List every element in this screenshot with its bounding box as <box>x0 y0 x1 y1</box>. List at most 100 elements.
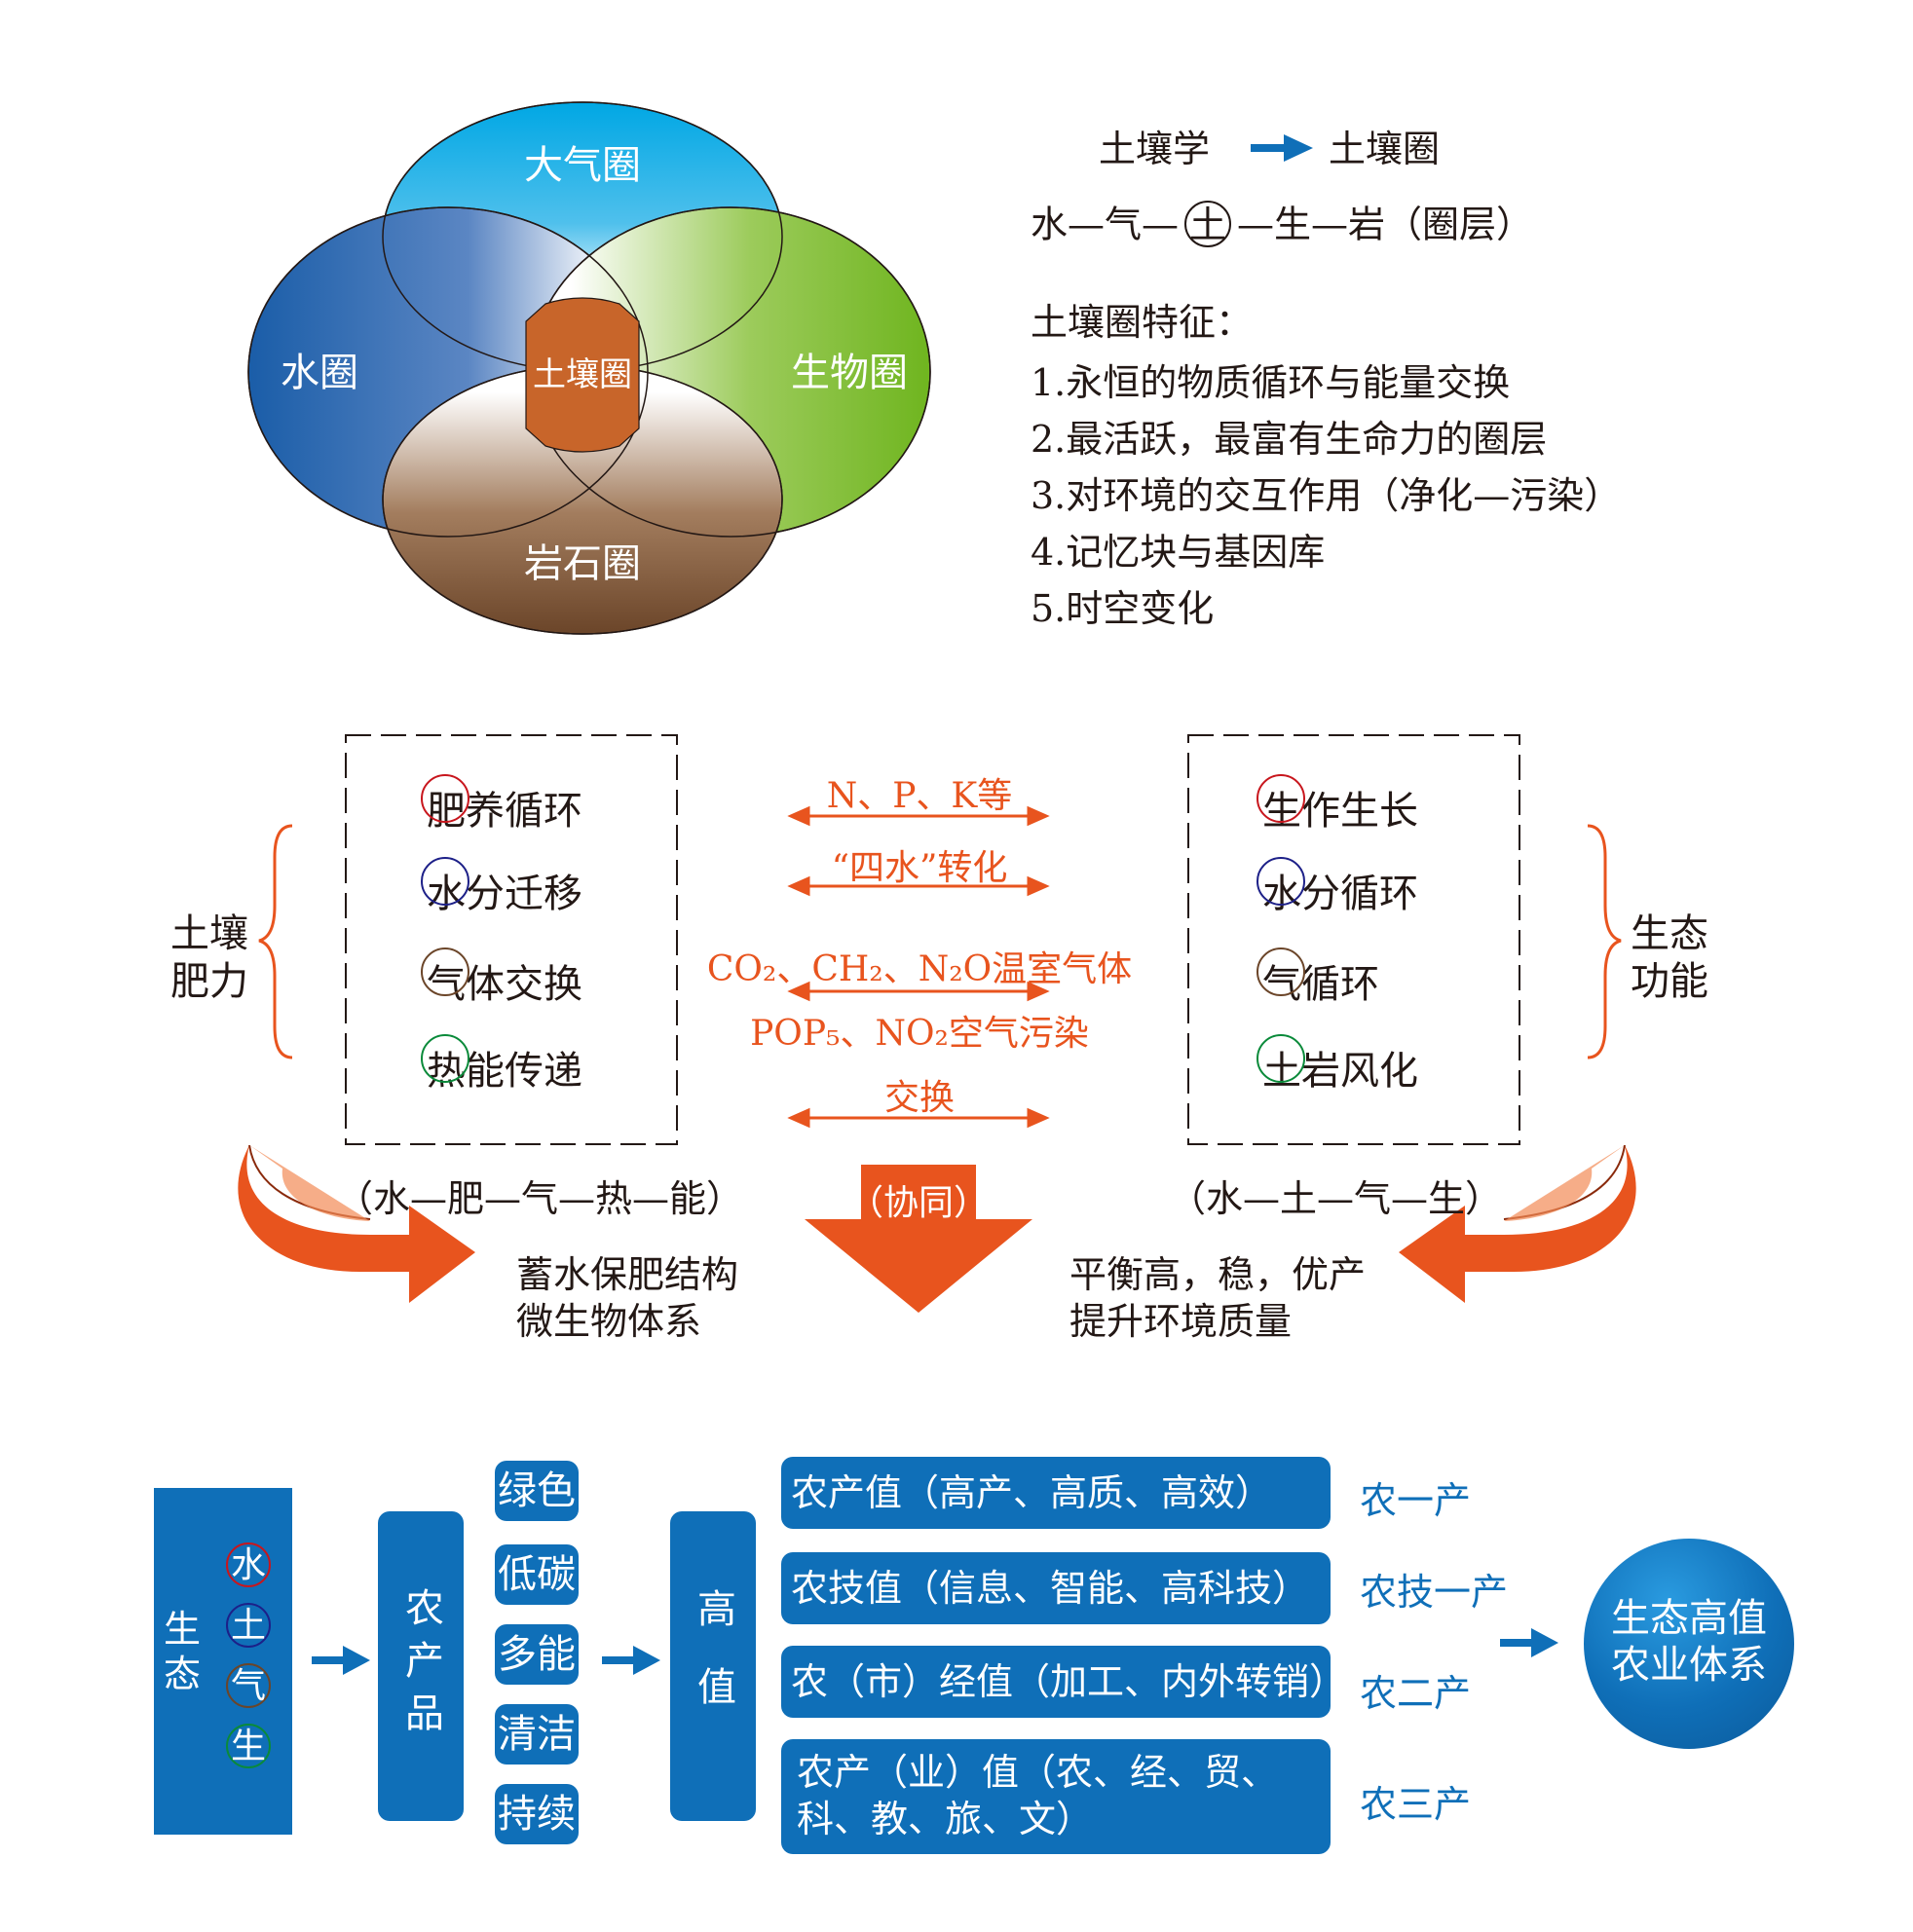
eco-char: 生 <box>226 1724 271 1768</box>
eco-char: 水 <box>226 1542 271 1587</box>
soil-fertility-label-2: 肥力 <box>170 959 248 1004</box>
exchange-air-pollution: POP₅、NO₂空气污染 <box>750 1014 1089 1054</box>
fertility-item-water: 水分迁移 <box>421 857 582 918</box>
water-circle-char: 水 <box>1257 857 1305 918</box>
industry-tag: 农三产 <box>1360 1783 1472 1826</box>
feature-item: 4.记忆块与基因库 <box>1031 531 1326 574</box>
function-item-growth: 生作生长 <box>1257 774 1418 836</box>
left-curved-arrow <box>238 1144 475 1303</box>
value-box-line: 农产（业）值（农、经、贸、 <box>797 1751 1279 1794</box>
left-result-2: 微生物体系 <box>516 1300 702 1343</box>
value-box: 农产值（高产、高质、高效） <box>781 1457 1331 1529</box>
heat-circle-char: 热 <box>421 1034 469 1096</box>
arrow-right-icon <box>1251 134 1313 162</box>
soil-science-line: 土壤学 <box>1099 130 1210 167</box>
nutrient-circle-char: 肥 <box>421 774 469 836</box>
result-line-1: 生态高值 <box>1611 1596 1767 1641</box>
quality-low-carbon: 低碳 <box>495 1544 579 1605</box>
chain-left: 水—气— <box>1031 203 1180 246</box>
value-box-line: 科、教、旅、文） <box>797 1798 1094 1840</box>
quality-sustainable: 持续 <box>495 1784 579 1844</box>
exchange-label: 交换 <box>883 1078 955 1118</box>
result-line-2: 农业体系 <box>1611 1643 1767 1688</box>
lithosphere-label: 岩石圈 <box>524 541 641 586</box>
soil-fertility-label-1: 土壤 <box>170 911 248 956</box>
fertility-item-rest: 养循环 <box>466 789 582 834</box>
features-title: 土壤圈特征： <box>1031 301 1254 344</box>
eco-function-box <box>1187 734 1520 1145</box>
fertility-item-nutrient: 肥养循环 <box>421 774 582 836</box>
eco-box <box>154 1488 292 1835</box>
fertility-item-heat: 热能传递 <box>421 1034 582 1096</box>
eco-agriculture-circle: 生态高值 农业体系 <box>1584 1539 1794 1749</box>
eco-label: 生态 <box>164 1607 206 1696</box>
function-item-rock: 土岩风化 <box>1257 1034 1418 1096</box>
eco-char: 气 <box>226 1663 271 1708</box>
fertility-item-gas: 气体交换 <box>421 947 582 1009</box>
hydrosphere-label: 水圈 <box>281 351 358 395</box>
right-chain: （水—土—气—生） <box>1169 1177 1503 1220</box>
gas-circle-char: 气 <box>421 947 469 1009</box>
exchange-npk: N、P、K等 <box>826 776 1013 816</box>
pedosphere-label: 土壤圈 <box>533 355 632 394</box>
water-circle-char: 水 <box>421 857 469 918</box>
value-box: 农（市）经值（加工、内外转销） <box>781 1646 1346 1718</box>
growth-circle-char: 生 <box>1257 774 1305 836</box>
exchange-greenhouse: CO₂、CH₂、N₂O温室气体 <box>706 949 1133 989</box>
feature-item: 1.永恒的物质循环与能量交换 <box>1031 361 1511 404</box>
function-item-rest: 作生长 <box>1301 789 1418 834</box>
sphere-chain: 水—气—土—生—岩（圈层） <box>1031 201 1534 251</box>
industry-tag: 农二产 <box>1360 1672 1472 1715</box>
atmosphere-label: 大气圈 <box>524 143 641 188</box>
chain-right: —生—岩（圈层） <box>1237 203 1534 246</box>
industry-tag: 农技一产 <box>1360 1571 1509 1614</box>
feature-item: 2.最活跃，最富有生命力的圈层 <box>1031 418 1548 461</box>
exchange-four-water: “四水”转化 <box>831 848 1008 888</box>
quality-multi-energy: 多能 <box>495 1624 579 1685</box>
sphere-venn-diagram: 大气圈 水圈 生物圈 岩石圈 土壤圈 <box>247 101 931 635</box>
biosphere-label: 生物圈 <box>791 351 908 395</box>
function-item-rest: 分循环 <box>1301 872 1418 916</box>
eco-char: 土 <box>226 1603 271 1648</box>
fertility-item-rest: 分迁移 <box>466 872 582 916</box>
quality-green: 绿色 <box>495 1461 579 1521</box>
function-item-water: 水分循环 <box>1257 857 1418 918</box>
eco-label-text: 生态 <box>164 1608 202 1695</box>
soil-fertility-box <box>345 734 678 1145</box>
middle-graphics <box>238 734 1636 1313</box>
pedosphere-title: 土壤圈 <box>1329 128 1441 170</box>
arrow-right-icon <box>1500 1628 1558 1657</box>
eco-char-list: 水 土 气 生 <box>226 1542 271 1768</box>
value-box-industry: 农产（业）值（农、经、贸、 科、教、旅、文） <box>781 1739 1331 1854</box>
function-item-gas: 气循环 <box>1257 947 1379 1009</box>
right-result-1: 平衡高，稳，优产 <box>1069 1253 1367 1296</box>
synergy-label: （协同） <box>847 1183 989 1223</box>
left-brace <box>258 824 293 1059</box>
synergy-down-arrow <box>805 1165 1032 1313</box>
product-label: 农产品 <box>398 1587 443 1745</box>
fertility-item-rest: 体交换 <box>466 962 582 1007</box>
product-box: 农产品 <box>378 1511 464 1821</box>
feature-item: 3.对环境的交互作用（净化—污染） <box>1031 474 1622 517</box>
soil-science-text: 土壤学 <box>1099 128 1211 170</box>
eco-function-label-2: 功能 <box>1631 959 1708 1004</box>
right-brace <box>1587 824 1622 1059</box>
function-item-rest: 岩风化 <box>1301 1049 1418 1094</box>
feature-item: 5.时空变化 <box>1031 587 1215 630</box>
function-item-rest: 循环 <box>1301 962 1379 1007</box>
left-chain: （水—肥—气—热—能） <box>336 1177 744 1220</box>
gas-circle-char: 气 <box>1257 947 1305 1009</box>
right-result-2: 提升环境质量 <box>1069 1300 1293 1343</box>
pedosphere-core <box>525 297 640 453</box>
value-box: 农技值（信息、智能、高科技） <box>781 1552 1331 1624</box>
high-value-label: 高值 <box>691 1588 735 1744</box>
eco-function-label-1: 生态 <box>1631 911 1708 956</box>
industry-tag: 农一产 <box>1360 1479 1472 1522</box>
arrow-right-icon <box>312 1646 370 1675</box>
arrow-right-icon <box>602 1646 660 1675</box>
high-value-box: 高值 <box>670 1511 756 1821</box>
right-curved-arrow <box>1399 1144 1636 1303</box>
fertility-item-rest: 能传递 <box>466 1049 582 1094</box>
rock-circle-char: 土 <box>1257 1034 1305 1096</box>
chain-circle-char: 土 <box>1184 201 1232 247</box>
